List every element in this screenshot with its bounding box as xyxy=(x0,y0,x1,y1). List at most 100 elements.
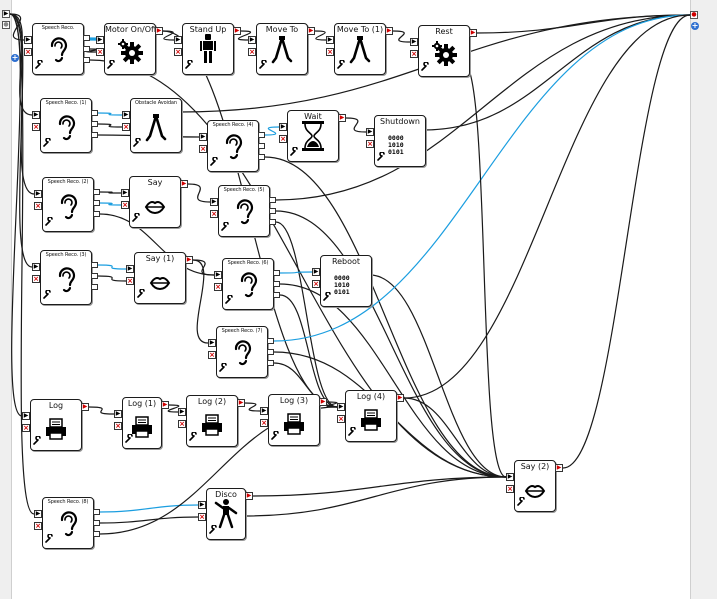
log-1-box[interactable]: Log (1) xyxy=(122,397,162,449)
speech-reco-4-box[interactable]: Speech Reco. (4) xyxy=(207,120,259,172)
onstop-port-icon[interactable]: × xyxy=(34,202,42,210)
onstart-port-icon[interactable]: ▶ xyxy=(178,408,186,416)
rest-box[interactable]: Rest xyxy=(418,25,470,77)
wrench-icon[interactable] xyxy=(43,137,52,151)
speech-reco-3-box[interactable]: Speech Reco. (3) xyxy=(40,250,92,305)
disco-box[interactable]: Disco xyxy=(206,488,246,540)
wrench-icon[interactable] xyxy=(517,496,526,510)
onstopped-port-icon[interactable]: ▶ xyxy=(161,401,169,409)
wrench-icon[interactable] xyxy=(290,146,299,160)
wrench-icon[interactable] xyxy=(45,216,54,230)
wrench-icon[interactable] xyxy=(271,430,280,444)
motor-on-off-box[interactable]: Motor On/Off xyxy=(104,23,156,75)
output-port-icon[interactable] xyxy=(83,57,90,63)
onstopped-port-icon[interactable]: ▶ xyxy=(155,27,163,35)
onstop-port-icon[interactable]: × xyxy=(121,201,129,209)
wrench-icon[interactable] xyxy=(421,61,430,75)
onstart-port-icon[interactable]: ▶ xyxy=(24,36,32,44)
onstop-port-icon[interactable]: × xyxy=(312,280,320,288)
onstopped-port-icon[interactable]: ▶ xyxy=(307,27,315,35)
onstop-port-icon[interactable]: × xyxy=(178,420,186,428)
onstart-port-icon[interactable]: ▶ xyxy=(260,407,268,415)
wait-box[interactable]: Wait xyxy=(287,110,339,162)
wrench-icon[interactable] xyxy=(189,431,198,445)
wrench-icon[interactable] xyxy=(125,433,134,447)
onstop-port-icon[interactable]: × xyxy=(22,424,30,432)
output-port-icon[interactable] xyxy=(269,197,276,203)
wrench-icon[interactable] xyxy=(377,151,386,165)
onstart-port-icon[interactable]: ▶ xyxy=(208,339,216,347)
onstart-port-icon[interactable]: ▶ xyxy=(22,412,30,420)
output-port-icon[interactable] xyxy=(93,520,100,526)
onstart-port-icon[interactable]: ▶ xyxy=(121,189,129,197)
onstop-port-icon[interactable]: × xyxy=(24,48,32,56)
onstop-port-icon[interactable]: × xyxy=(506,485,514,493)
onstopped-port-icon[interactable]: ▶ xyxy=(469,29,477,37)
speech-reco-1-box[interactable]: Speech Reco. (1) xyxy=(40,98,92,153)
onstopped-port-icon[interactable]: ▶ xyxy=(180,180,188,188)
onstart-port-icon[interactable]: ▶ xyxy=(122,111,130,119)
onstop-port-icon[interactable]: × xyxy=(214,283,222,291)
stand-up-box[interactable]: Stand Up xyxy=(182,23,234,75)
onstart-port-icon[interactable]: ▶ xyxy=(410,38,418,46)
output-port-icon[interactable] xyxy=(83,35,90,41)
onstop-port-icon[interactable]: × xyxy=(248,48,256,56)
onstop-port-icon[interactable]: × xyxy=(114,422,122,430)
onstop-port-icon[interactable]: × xyxy=(34,522,42,530)
wrench-icon[interactable] xyxy=(225,294,234,308)
speech-reco-6-box[interactable]: Speech Reco. (6) xyxy=(222,258,274,310)
onstop-port-icon[interactable]: × xyxy=(208,351,216,359)
onstart-port-icon[interactable]: ▶ xyxy=(279,123,287,131)
onstart-port-icon[interactable]: ▶ xyxy=(32,111,40,119)
output-port-icon[interactable] xyxy=(93,509,100,515)
log-4-box[interactable]: Log (4) xyxy=(345,390,397,442)
output-port-icon[interactable] xyxy=(91,262,98,268)
log-2-box[interactable]: Log (2) xyxy=(186,395,238,447)
move-to-1-box[interactable]: Move To (1) xyxy=(334,23,386,75)
say-2-box[interactable]: Say (2) xyxy=(514,460,556,512)
output-port-icon[interactable] xyxy=(258,143,265,149)
speech-reco-8-box[interactable]: Speech Reco. (8) xyxy=(42,497,94,549)
output-port-icon[interactable] xyxy=(91,273,98,279)
wrench-icon[interactable] xyxy=(221,221,230,235)
onstop-port-icon[interactable]: × xyxy=(96,48,104,56)
wrench-icon[interactable] xyxy=(43,289,52,303)
onstopped-port-icon[interactable]: ▶ xyxy=(245,492,253,500)
wrench-icon[interactable] xyxy=(209,524,218,538)
onstop-port-icon[interactable]: × xyxy=(260,419,268,427)
output-port-icon[interactable] xyxy=(273,281,280,287)
diagram-input-port-icon[interactable]: ● xyxy=(2,21,10,29)
output-port-icon[interactable] xyxy=(91,121,98,127)
onstopped-port-icon[interactable]: ▶ xyxy=(233,27,241,35)
onstart-port-icon[interactable]: ▶ xyxy=(326,36,334,44)
onstop-port-icon[interactable]: × xyxy=(126,277,134,285)
onstart-port-icon[interactable]: ▶ xyxy=(248,36,256,44)
add-input-icon[interactable]: + xyxy=(11,53,19,62)
onstart-port-icon[interactable]: ▶ xyxy=(506,473,514,481)
onstart-port-icon[interactable]: ▶ xyxy=(198,501,206,509)
output-port-icon[interactable] xyxy=(93,189,100,195)
onstopped-port-icon[interactable]: ▶ xyxy=(81,403,89,411)
wrench-icon[interactable] xyxy=(137,288,146,302)
onstop-port-icon[interactable]: × xyxy=(32,123,40,131)
output-port-icon[interactable] xyxy=(93,200,100,206)
wrench-icon[interactable] xyxy=(33,435,42,449)
onstart-port-icon[interactable]: ▶ xyxy=(214,271,222,279)
log-3-box[interactable]: Log (3) xyxy=(268,394,320,446)
onstart-port-icon[interactable]: ▶ xyxy=(312,268,320,276)
wrench-icon[interactable] xyxy=(45,533,54,547)
wrench-icon[interactable] xyxy=(132,212,141,226)
speech-reco-2-box[interactable]: Speech Reco. (2) xyxy=(42,177,94,232)
onstop-port-icon[interactable]: × xyxy=(199,145,207,153)
obstacle-avoidance-box[interactable]: Obstacle Avoidan xyxy=(130,98,182,153)
onstart-port-icon[interactable]: ▶ xyxy=(96,36,104,44)
onstart-port-icon[interactable]: ▶ xyxy=(210,198,218,206)
onstop-port-icon[interactable]: × xyxy=(210,210,218,218)
onstopped-port-icon[interactable]: ▶ xyxy=(555,464,563,472)
onstart-port-icon[interactable]: ▶ xyxy=(199,133,207,141)
onstopped-port-icon[interactable]: ▶ xyxy=(338,114,346,122)
wrench-icon[interactable] xyxy=(337,59,346,73)
output-port-icon[interactable] xyxy=(258,154,265,160)
